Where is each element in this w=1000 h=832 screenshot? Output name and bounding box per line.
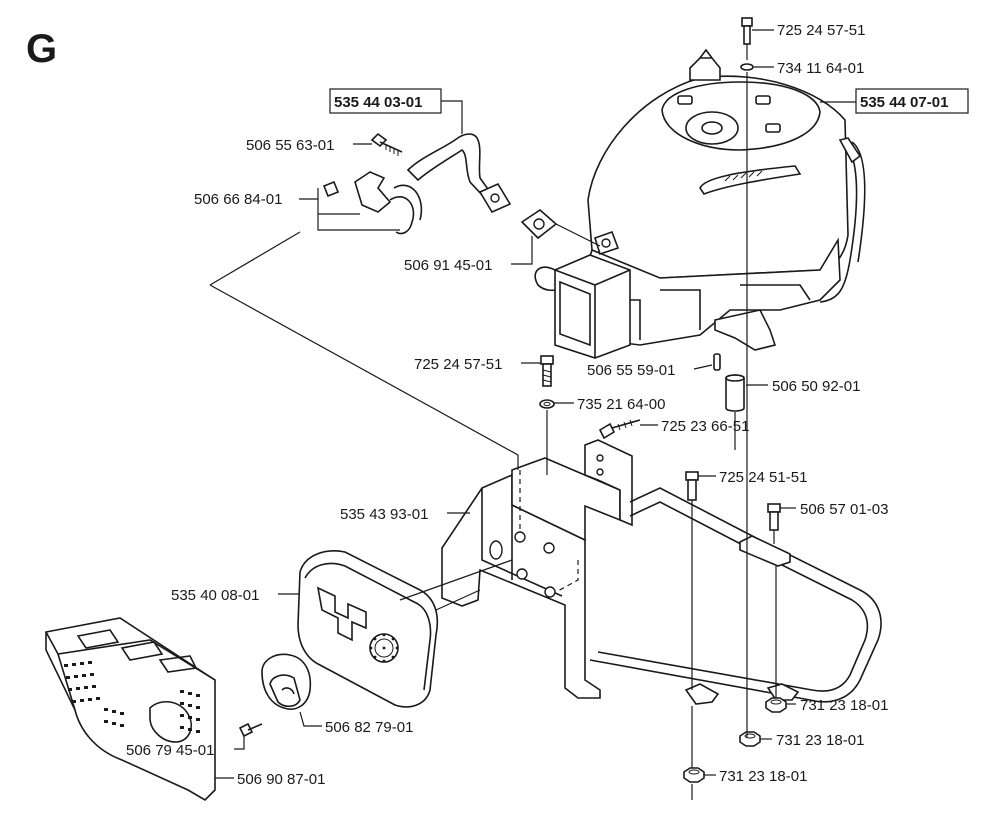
part-label: 506 82 79-01 xyxy=(325,719,413,736)
label-box xyxy=(855,88,969,114)
part-label: 535 43 93-01 xyxy=(340,506,428,523)
part-label-bold: 535 44 07-01 xyxy=(860,94,948,111)
deflector-screw xyxy=(238,722,263,738)
frame-bolt-left xyxy=(685,471,699,501)
part-label: 725 23 66-51 xyxy=(661,418,749,435)
dowel-pin xyxy=(713,353,721,371)
nut-1 xyxy=(765,697,787,713)
part-labels: 725 24 57-51 734 11 64-01 535 44 03-01 5… xyxy=(126,22,969,788)
part-label: 506 50 92-01 xyxy=(772,378,860,395)
part-label: 725 24 51-51 xyxy=(719,469,807,486)
pipe-bolt xyxy=(370,132,403,156)
label-box xyxy=(329,88,442,114)
part-label: 735 21 64-00 xyxy=(577,396,665,413)
engine xyxy=(534,48,866,359)
part-label: 731 23 18-01 xyxy=(800,697,888,714)
exhaust-gasket xyxy=(520,208,558,240)
part-label: 506 57 01-03 xyxy=(800,501,888,518)
part-label: 506 90 87-01 xyxy=(237,771,325,788)
tab-bolt xyxy=(598,419,641,440)
muffler xyxy=(297,550,439,708)
part-label: 535 40 08-01 xyxy=(171,587,259,604)
part-label: 506 91 45-01 xyxy=(404,257,492,274)
guard-vents xyxy=(64,661,200,733)
deflector-cap xyxy=(261,653,312,710)
pipe-clamp xyxy=(322,171,423,235)
part-label: 506 55 63-01 xyxy=(246,137,334,154)
part-label: 731 23 18-01 xyxy=(776,732,864,749)
assembly-lines xyxy=(209,44,777,800)
muffler-bracket xyxy=(441,439,633,699)
nut-3 xyxy=(683,767,705,783)
part-label: 506 55 59-01 xyxy=(587,362,675,379)
part-label: 734 11 64-01 xyxy=(777,60,864,77)
engine-top-bolt xyxy=(740,17,754,71)
part-label: 731 23 18-01 xyxy=(719,768,807,785)
part-label: 725 24 57-51 xyxy=(414,356,502,373)
part-label: 506 79 45-01 xyxy=(126,742,214,759)
part-label: 725 24 57-51 xyxy=(777,22,865,39)
frame-tube xyxy=(589,487,882,705)
nut-2 xyxy=(739,731,761,747)
frame-bolt-right xyxy=(767,503,781,531)
bracket-bolt xyxy=(539,355,555,409)
exhaust-pipe xyxy=(406,133,512,214)
section-letter: G xyxy=(26,27,57,71)
spacer xyxy=(725,374,745,412)
muffler-guard xyxy=(45,617,216,802)
part-label-bold: 535 44 03-01 xyxy=(334,94,422,111)
part-label: 506 66 84-01 xyxy=(194,191,282,208)
leader-lines xyxy=(215,29,860,779)
